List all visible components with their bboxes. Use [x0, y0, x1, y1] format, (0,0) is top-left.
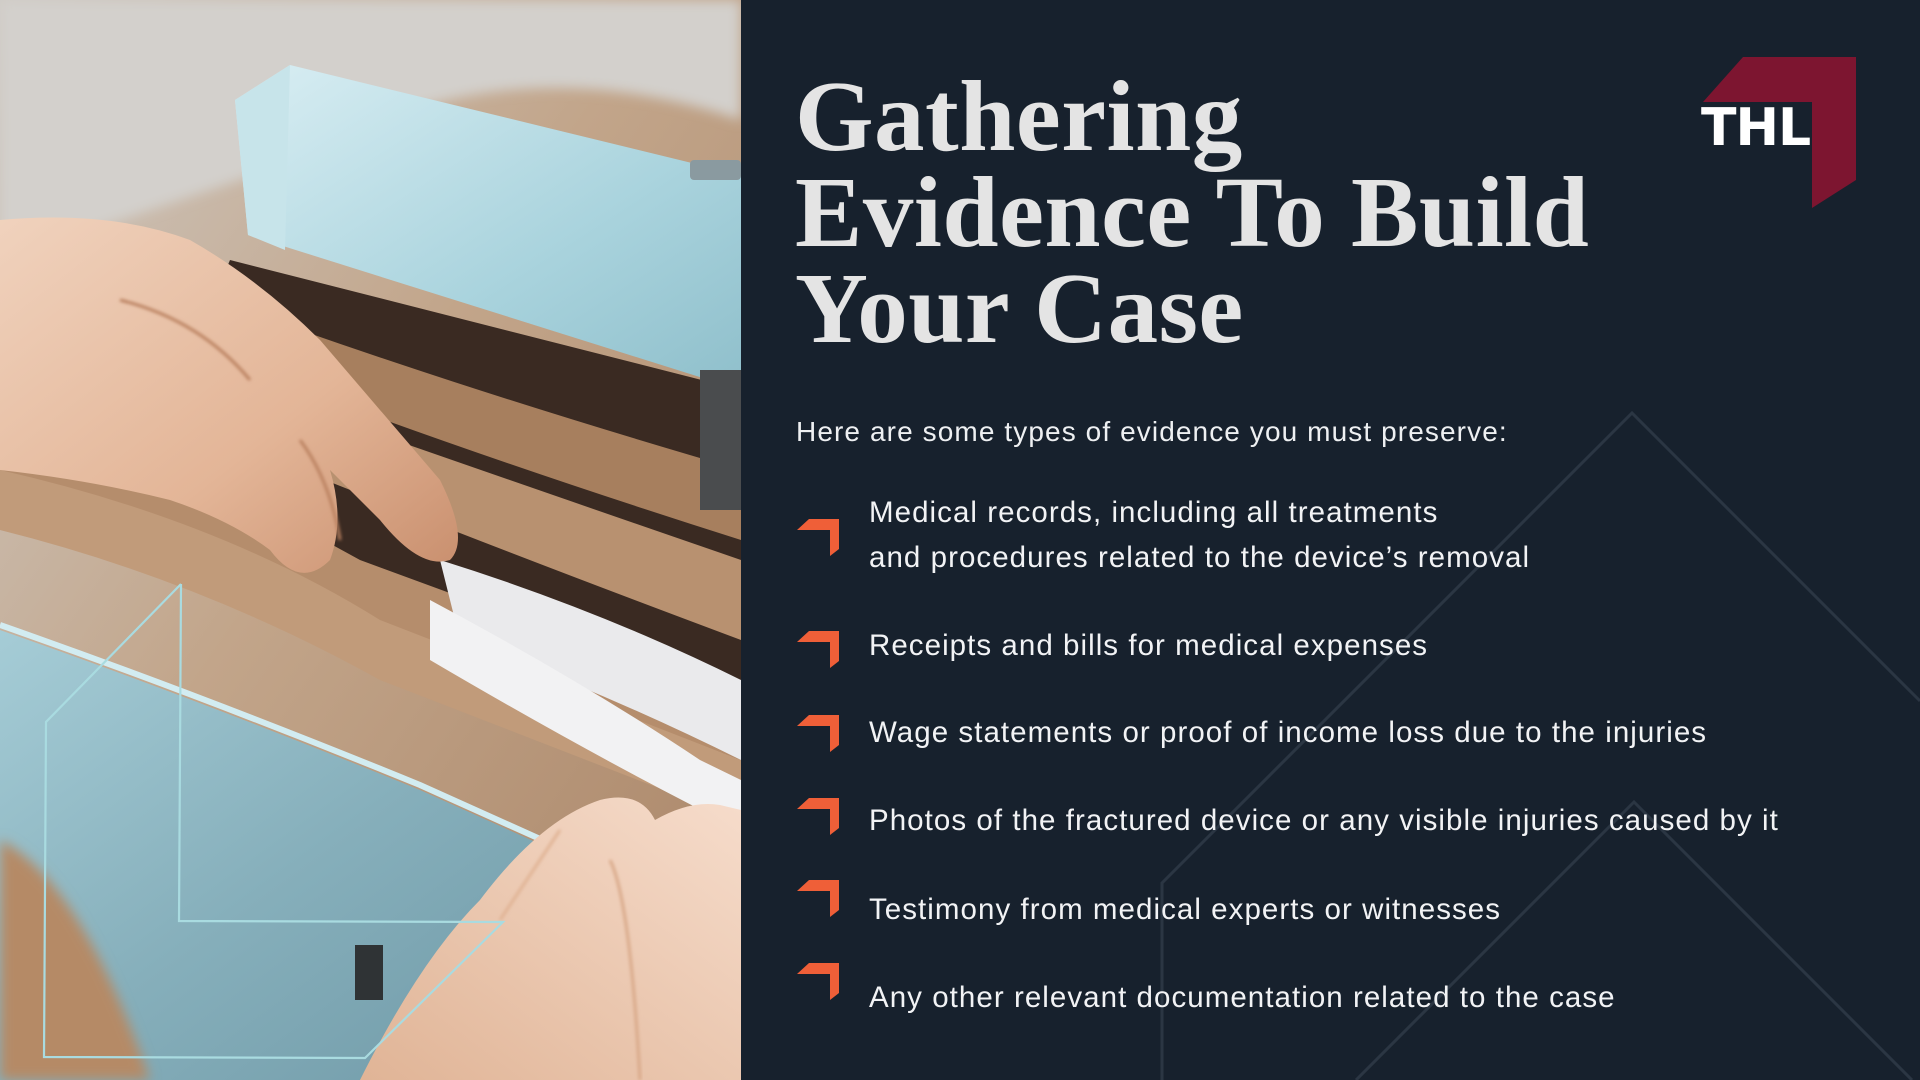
photo-outline-shape — [42, 583, 506, 1060]
orange-chevron-icon — [797, 880, 839, 917]
title-line-1: Gathering — [795, 60, 1243, 172]
hero-photo — [0, 0, 741, 1080]
evidence-item-testimony: Testimony from medical experts or witnes… — [869, 887, 1501, 932]
orange-chevron-icon — [797, 798, 839, 835]
logo-text: THL — [1701, 98, 1811, 158]
evidence-item-photos: Photos of the fractured device or any vi… — [869, 798, 1779, 843]
content-panel — [741, 0, 1920, 1080]
evidence-item-other-documentation: Any other relevant documentation related… — [869, 975, 1616, 1020]
orange-chevron-icon — [797, 715, 839, 752]
orange-chevron-icon — [797, 963, 839, 1000]
slide-title: Gathering Evidence To Build Your Case — [795, 60, 1590, 364]
evidence-item-line: Photos of the fractured device or any vi… — [869, 804, 1779, 837]
evidence-item-line: Any other relevant documentation related… — [869, 981, 1616, 1014]
evidence-item-line: Receipts and bills for medical expenses — [869, 629, 1429, 662]
orange-chevron-icon — [797, 631, 839, 668]
orange-chevron-icon — [797, 519, 839, 556]
title-line-2: Evidence To Build — [795, 156, 1590, 268]
evidence-item-receipts: Receipts and bills for medical expenses — [869, 623, 1428, 668]
evidence-item-wage-statements: Wage statements or proof of income loss … — [869, 710, 1707, 755]
title-line-3: Your Case — [795, 252, 1244, 364]
intro-text: Here are some types of evidence you must… — [796, 416, 1508, 447]
thl-logo-icon — [1703, 57, 1856, 208]
evidence-item-line: Medical records, including all treatment… — [869, 496, 1439, 529]
evidence-item-line: Wage statements or proof of income loss … — [869, 716, 1708, 749]
evidence-item-line: Testimony from medical experts or witnes… — [869, 893, 1502, 926]
background-line-pattern — [1160, 410, 1920, 1080]
photo-file-folders-illustration — [0, 0, 741, 1080]
evidence-item-line: and procedures related to the device’s r… — [869, 541, 1531, 574]
evidence-item-medical-records: Medical records, including all treatment… — [869, 490, 1530, 580]
